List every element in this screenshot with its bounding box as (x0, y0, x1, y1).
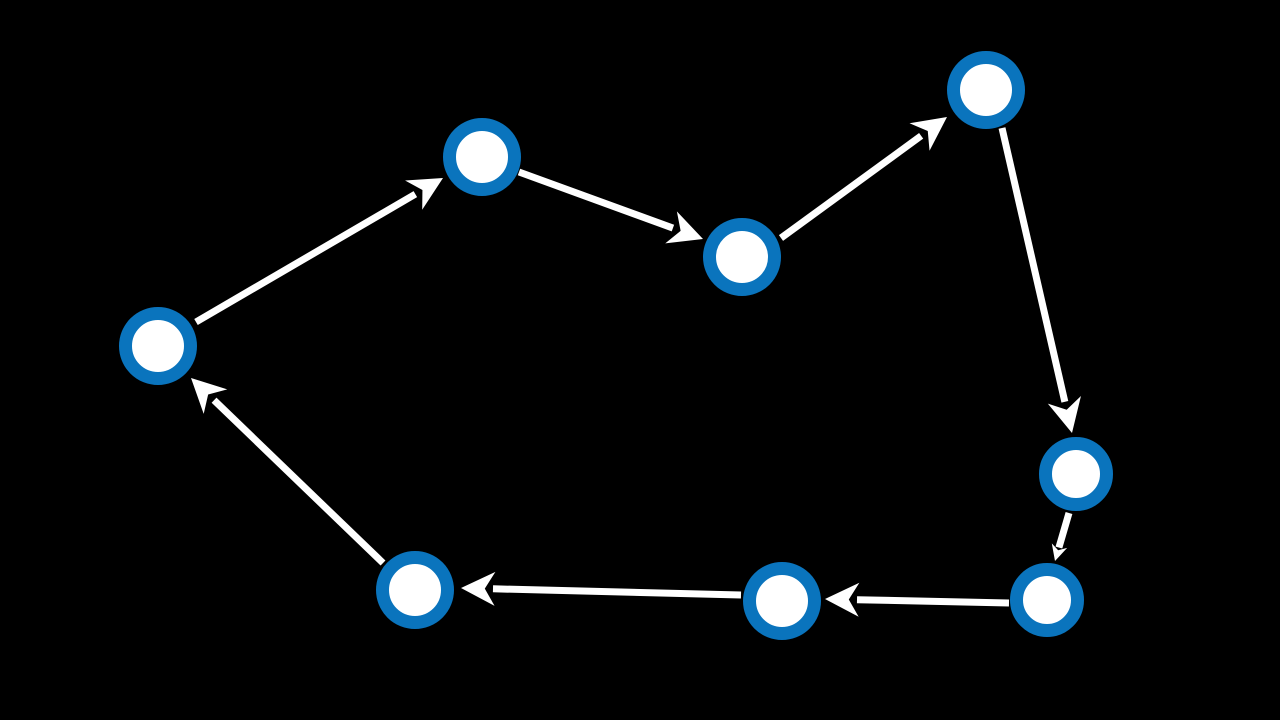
graph-edge (194, 178, 443, 326)
edge-arrowhead (461, 571, 496, 606)
edge-shaft (778, 133, 924, 241)
graph-edge (461, 571, 742, 606)
graph-edge (998, 127, 1081, 433)
edge-arrowhead (825, 582, 860, 617)
graph-edge (1051, 512, 1073, 561)
graph-edge (825, 582, 1010, 617)
edge-shaft (492, 585, 742, 599)
graph-node[interactable] (1010, 563, 1084, 637)
graph-node[interactable] (703, 218, 781, 296)
node-circle[interactable] (443, 118, 521, 196)
node-circle[interactable] (119, 307, 197, 385)
edge-shaft (194, 191, 418, 326)
node-circle[interactable] (1010, 563, 1084, 637)
edge-shaft (998, 127, 1069, 403)
edge-arrowhead (191, 378, 228, 414)
graph-edge (778, 117, 947, 241)
node-circle[interactable] (743, 562, 821, 640)
graph-node[interactable] (743, 562, 821, 640)
graph-node[interactable] (443, 118, 521, 196)
graph-node[interactable] (119, 307, 197, 385)
graph-edge (517, 168, 703, 244)
node-circle[interactable] (1039, 437, 1113, 511)
node-circle[interactable] (376, 551, 454, 629)
edge-shaft (211, 397, 386, 566)
edges-layer (191, 117, 1081, 617)
edge-arrowhead (405, 178, 443, 210)
node-circle[interactable] (947, 51, 1025, 129)
nodes-layer (119, 51, 1113, 640)
graph-edge (191, 378, 386, 566)
edge-shaft (1055, 512, 1073, 549)
edge-arrowhead (1047, 396, 1081, 433)
graph-node[interactable] (1039, 437, 1113, 511)
edge-arrowhead (909, 117, 947, 151)
graph-node[interactable] (376, 551, 454, 629)
edge-shaft (517, 168, 675, 232)
edge-arrowhead (665, 211, 703, 244)
node-circle[interactable] (703, 218, 781, 296)
graph-node[interactable] (947, 51, 1025, 129)
edge-arrowhead (1051, 543, 1068, 561)
edge-shaft (856, 596, 1010, 607)
